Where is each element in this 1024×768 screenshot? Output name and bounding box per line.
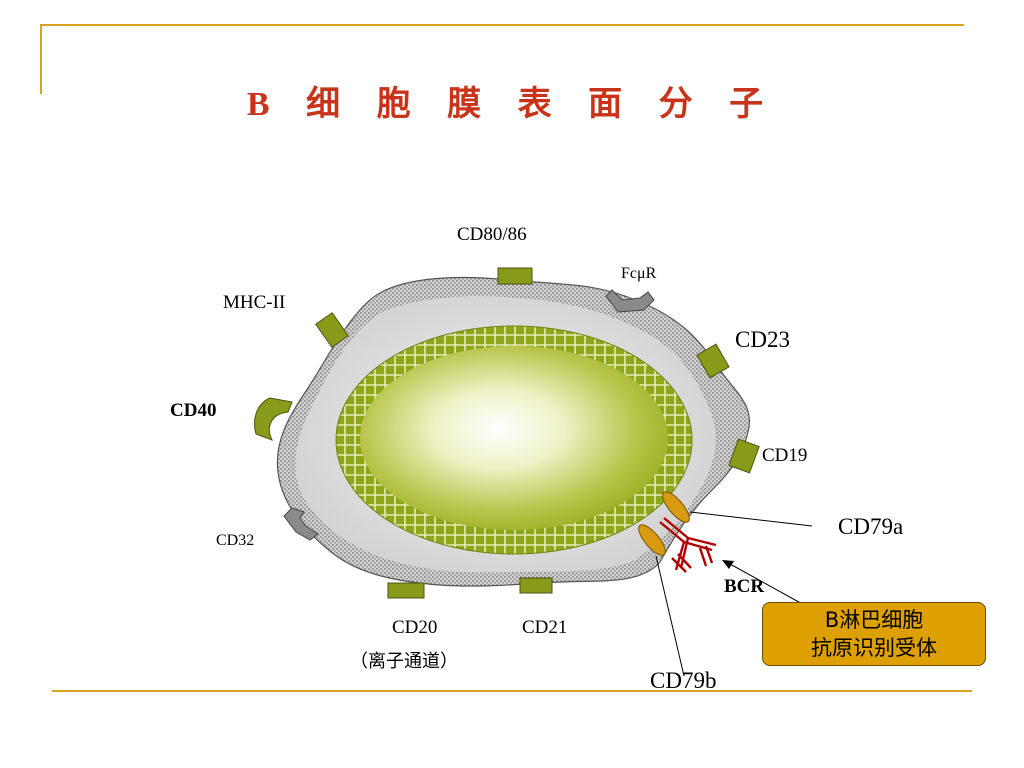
label-cd19: CD19 (762, 445, 808, 466)
label-cd21: CD21 (522, 617, 568, 638)
frame-top-line (40, 24, 964, 26)
bcr-arrow (729, 563, 807, 607)
cd23-receptor (696, 343, 730, 379)
mhc2-receptor (315, 312, 349, 348)
cd32-receptor (283, 507, 319, 541)
frame-left-line (40, 24, 42, 94)
cd21-receptor (519, 577, 553, 594)
label-bcr: BCR (724, 576, 765, 597)
label-cd40: CD40 (170, 400, 217, 421)
cd79a-leader (689, 511, 813, 527)
label-cd20: CD20 (392, 617, 438, 638)
callout-line-2: 抗原识别受体 (811, 636, 937, 660)
label-fcmur: FcμR (621, 265, 657, 282)
page-title: B 细 胞 膜 表 面 分 子 (246, 86, 778, 123)
label-cd23: CD23 (735, 327, 790, 352)
label-cd79b: CD79b (650, 668, 717, 693)
nucleus (360, 346, 668, 530)
label-cd20-note: （离子通道） (350, 651, 458, 672)
label-cd32: CD32 (216, 532, 255, 549)
callout-line-1: B淋巴细胞 (824, 608, 924, 632)
bcr-molecule (659, 517, 717, 573)
label-cd79a: CD79a (838, 514, 904, 539)
fcmur-receptor (605, 289, 655, 313)
cd79b-leader (655, 555, 685, 677)
bcr-arrow-head (722, 560, 734, 569)
frame-bottom-line (52, 690, 972, 692)
cd20-receptor (387, 582, 425, 599)
cd79b-molecule (638, 524, 666, 556)
bcr-callout-box: B淋巴细胞 抗原识别受体 (762, 602, 986, 666)
label-cd80-86: CD80/86 (457, 224, 527, 245)
cd80-86-receptor (497, 267, 533, 285)
cd79a-molecule (662, 491, 690, 523)
label-mhc2: MHC-II (223, 292, 286, 313)
cd40-receptor (254, 397, 293, 441)
cd19-receptor (728, 438, 760, 474)
